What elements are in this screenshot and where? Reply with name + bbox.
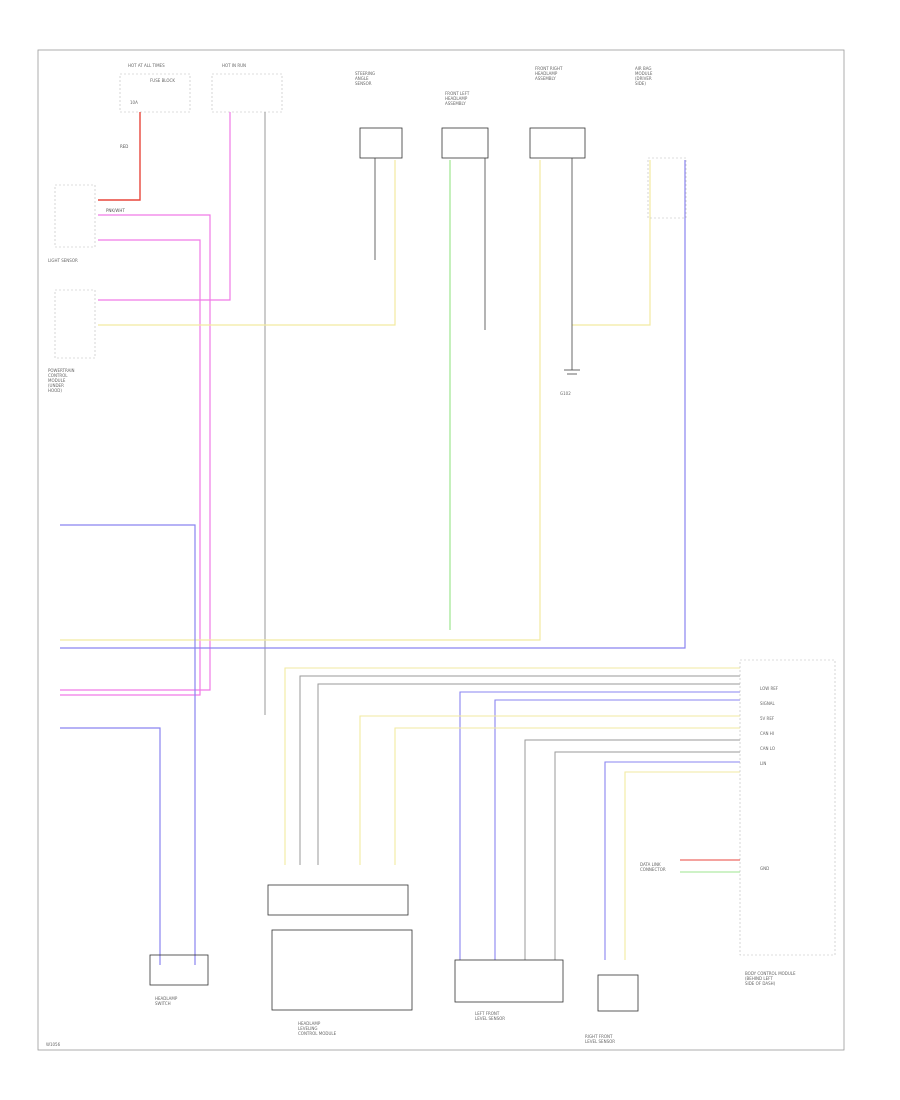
yellow-wire-1 [98, 160, 396, 326]
blue-wire-1 [60, 524, 196, 965]
bus-wire-8 [524, 739, 740, 960]
pink-wire-label: PNK/WHT [106, 208, 125, 213]
fuse-block-label: FUSE BLOCK [150, 78, 175, 83]
bus-wire-4 [459, 691, 740, 960]
bcm-signal-1: LOW REF [760, 686, 779, 691]
red-wire [98, 112, 141, 201]
bcm-signal-5: CAN LO [760, 746, 775, 751]
blue-wire-3 [60, 727, 161, 965]
diagram-border [37, 49, 845, 1051]
bcm-signal-4: CAN HI [760, 731, 774, 736]
yellow-wire-2 [572, 160, 651, 326]
pink-wire-2 [60, 239, 201, 696]
bus-wire-2 [299, 675, 740, 865]
footer-code: W1056 [46, 1042, 61, 1047]
pink-wire-3 [98, 112, 231, 301]
body-control-module: LOW REF SIGNAL 5V REF CAN HI CAN LO LIN … [739, 659, 836, 986]
ground-g102-label: G102 [560, 391, 571, 396]
bcm-signal-6: LIN [760, 761, 766, 766]
red-wire-label: RED [120, 144, 128, 149]
bus-wire-7 [394, 727, 740, 865]
bus-wire-5 [494, 699, 740, 960]
bus-wire-11 [624, 771, 740, 960]
ground-g102: G102 [560, 340, 580, 396]
bus-wire-6 [359, 715, 740, 865]
hot-at-all-times-fuse: HOT AT ALL TIMES FUSE BLOCK 10A [119, 63, 191, 113]
hot-in-run-fuse: HOT IN RUN [211, 63, 283, 113]
bcm-signal-7: GND [760, 866, 769, 871]
yellow-wire-3 [60, 160, 541, 641]
pink-wire-1 [60, 214, 211, 691]
hot-in-run-label: HOT IN RUN [222, 63, 246, 68]
light-sensor: LIGHT SENSOR [48, 184, 96, 263]
bus-wire-10 [604, 761, 740, 960]
bcm-signal-3: 5V REF [760, 716, 775, 721]
blue-wire-2 [60, 160, 686, 649]
bcm-signal-2: SIGNAL [760, 701, 776, 706]
bus-wire-1 [284, 667, 740, 865]
mini-fuse-label: 10A [130, 100, 138, 105]
hot-at-all-times-label: HOT AT ALL TIMES [128, 63, 165, 68]
bus-wire-9 [554, 751, 740, 960]
light-sensor-label: LIGHT SENSOR [48, 258, 78, 263]
bus-wire-3 [317, 683, 740, 865]
